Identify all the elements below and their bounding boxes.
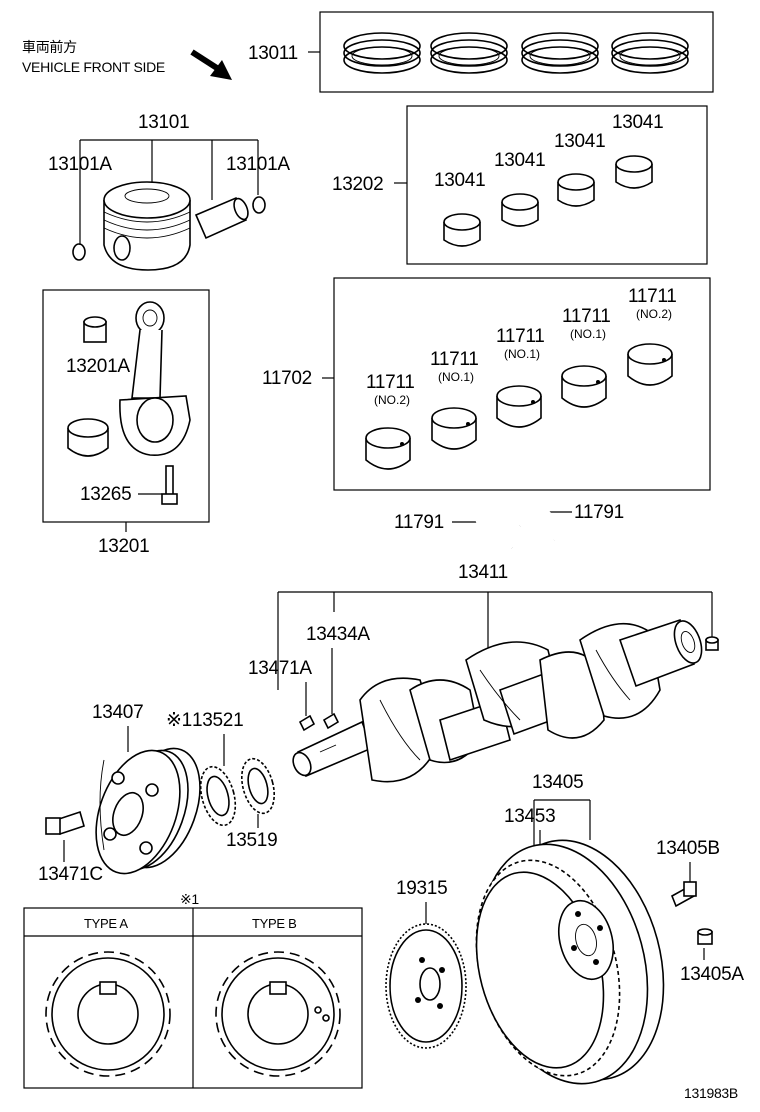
part-13471a: 13471A (248, 658, 312, 679)
part-13101a-left: 13101A (48, 154, 112, 175)
ref-mark-13521: ※1 (166, 710, 192, 731)
sprocket-type-a-icon (45, 951, 171, 1077)
flywheel-bolt-icon (670, 881, 697, 908)
snap-ring-icon (252, 196, 266, 214)
part-11791-right: 11791 (574, 502, 624, 523)
bearing-shell-icon (501, 193, 539, 227)
piston-callout[interactable]: 13101 13101A 13101A (48, 112, 291, 271)
part-13521: 13521 (192, 710, 243, 731)
rod-bolt-icon (161, 465, 178, 505)
piston-ring-set-callout[interactable]: 13011 (248, 11, 714, 93)
part-13041-2: 13041 (494, 150, 545, 171)
vehicle-front-label-jp: 車両前方 (22, 39, 77, 55)
front-direction-arrow-icon (190, 49, 232, 80)
crankshaft-icon (292, 618, 703, 783)
woodruff-key-icon (298, 712, 340, 732)
bearing-shell-icon (67, 418, 109, 457)
bearing-note-4: (NO.1) (570, 327, 606, 341)
part-11791-left: 11791 (394, 512, 444, 533)
piston-ring-icon (611, 32, 689, 74)
part-13434a: 13434A (306, 624, 370, 645)
part-13041-4: 13041 (612, 112, 663, 133)
crank-pulley-callout[interactable]: 13407 13471C (38, 702, 215, 885)
bushing-icon (83, 316, 107, 343)
connecting-rod-callout[interactable]: 13201 13201A 13265 (42, 289, 210, 557)
part-13101: 13101 (138, 112, 189, 133)
sprocket-icon (240, 757, 276, 815)
piston-icon (103, 181, 191, 271)
part-11711-4: 11711 (562, 306, 611, 327)
part-13453: 13453 (504, 806, 555, 827)
flywheel-icon (475, 839, 665, 1085)
main-bearing-icon (496, 385, 542, 428)
part-19315: 19315 (396, 878, 447, 899)
bearing-note-2: (NO.1) (438, 370, 474, 384)
pin-icon (697, 928, 713, 945)
signal-plate-callout[interactable]: 19315 (385, 878, 467, 1049)
part-11711-5: 11711 (628, 286, 677, 307)
main-bearing-icon (365, 427, 411, 470)
part-13201: 13201 (98, 536, 149, 557)
piston-ring-icon (430, 32, 508, 74)
bearing-note-1: (NO.2) (374, 393, 410, 407)
crank-timing-sprocket-callout[interactable]: ※1 13521 13519 (166, 710, 280, 851)
part-11702: 11702 (262, 368, 312, 389)
part-11711-3: 11711 (496, 326, 545, 347)
part-13405a: 13405A (680, 964, 744, 985)
part-13519: 13519 (226, 830, 277, 851)
part-13411: 13411 (458, 562, 508, 583)
main-bearing-callout[interactable]: 11702 11711 (NO.2) 11711 (NO.1) 11711 (N… (262, 277, 711, 491)
crank-sprocket-icon (199, 765, 237, 827)
flywheel-callout[interactable]: 13405 13453 13405B 13405A (454, 772, 745, 1103)
crank-pulley-icon (95, 747, 201, 875)
vehicle-front-label-en: VEHICLE FRONT SIDE (22, 59, 165, 75)
diagram-id: 131983B (684, 1085, 738, 1101)
crankshaft-callout[interactable]: 13411 13434A 13471A (248, 562, 719, 783)
main-bearing-icon (561, 365, 607, 408)
rod-bearing-callout[interactable]: 13202 13041 13041 13041 13041 (332, 105, 708, 265)
bearing-shell-icon (557, 173, 595, 207)
thrust-washer-callout[interactable]: 11791 11791 (394, 502, 624, 549)
part-13202: 13202 (332, 174, 383, 195)
part-13101a-right: 13101A (226, 154, 290, 175)
main-bearing-icon (431, 407, 477, 450)
part-11711-1: 11711 (366, 372, 415, 393)
main-bearing-icon (627, 343, 673, 386)
piston-pin-icon (194, 196, 249, 240)
signal-plate-icon (385, 923, 467, 1049)
part-13407: 13407 (92, 702, 143, 723)
part-13011: 13011 (248, 43, 298, 64)
type-a-label: TYPE A (84, 916, 128, 931)
pin-icon (705, 636, 719, 651)
part-13201a: 13201A (66, 356, 130, 377)
bearing-shell-icon (443, 213, 481, 247)
ref-mark-types: ※1 (180, 891, 199, 907)
type-b-label: TYPE B (252, 916, 296, 931)
bearing-note-3: (NO.1) (504, 347, 540, 361)
part-13405b: 13405B (656, 838, 720, 859)
part-13041-3: 13041 (554, 131, 605, 152)
bearing-note-5: (NO.2) (636, 307, 672, 321)
part-13265: 13265 (80, 484, 131, 505)
part-13405: 13405 (532, 772, 583, 793)
connecting-rod-icon (119, 301, 191, 456)
part-13471c: 13471C (38, 864, 103, 885)
bearing-shell-icon (615, 155, 653, 189)
sprocket-type-table: ※1 TYPE A TYPE B (23, 891, 363, 1089)
sprocket-type-b-icon (215, 951, 341, 1077)
piston-ring-icon (343, 32, 421, 74)
part-13041-1: 13041 (434, 170, 485, 191)
pulley-bolt-icon (45, 810, 85, 836)
part-11711-2: 11711 (430, 349, 479, 370)
piston-ring-icon (521, 32, 599, 74)
snap-ring-icon (72, 243, 86, 261)
